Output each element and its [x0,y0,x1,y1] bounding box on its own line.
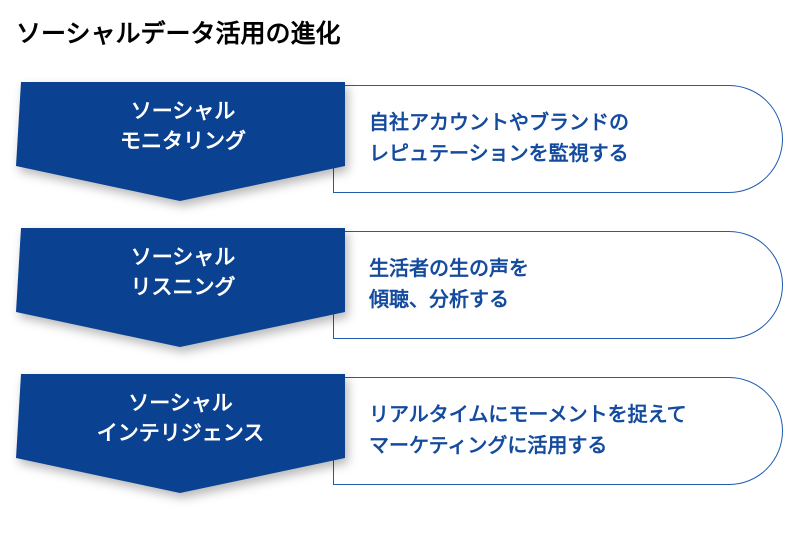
description-line: 傾聴、分析する [369,289,509,311]
stage-arrow-shadow-3 [0,0,360,520]
stage-description-text-2: 生活者の生の声を 傾聴、分析する [369,254,529,316]
chevron-down-shape-3 [16,374,345,493]
description-line: レピュテーションを監視する [369,143,629,165]
stage-description-card-2: 生活者の生の声を 傾聴、分析する [333,231,783,339]
stage-description-card-1: 自社アカウントやブランドの レピュテーションを監視する [333,85,783,193]
description-line: マーケティングに活用する [369,435,608,457]
chevron-down-shape-2 [16,228,345,347]
page-title: ソーシャルデータ活用の進化 [16,20,341,48]
stage-description-text-1: 自社アカウントやブランドの レピュテーションを監視する [369,108,629,170]
description-line: リアルタイムにモーメントを捉えて [369,404,687,426]
description-line: 自社アカウントやブランドの [369,112,629,134]
chevron-down-shape-1 [16,82,345,201]
stage-description-text-3: リアルタイムにモーメントを捉えて マーケティングに活用する [369,400,687,462]
description-line: 生活者の生の声を [369,258,529,280]
stage-arrow-shadow-2 [0,0,360,360]
stage-arrow-shadow-1 [0,0,360,215]
stage-description-card-3: リアルタイムにモーメントを捉えて マーケティングに活用する [333,377,783,485]
